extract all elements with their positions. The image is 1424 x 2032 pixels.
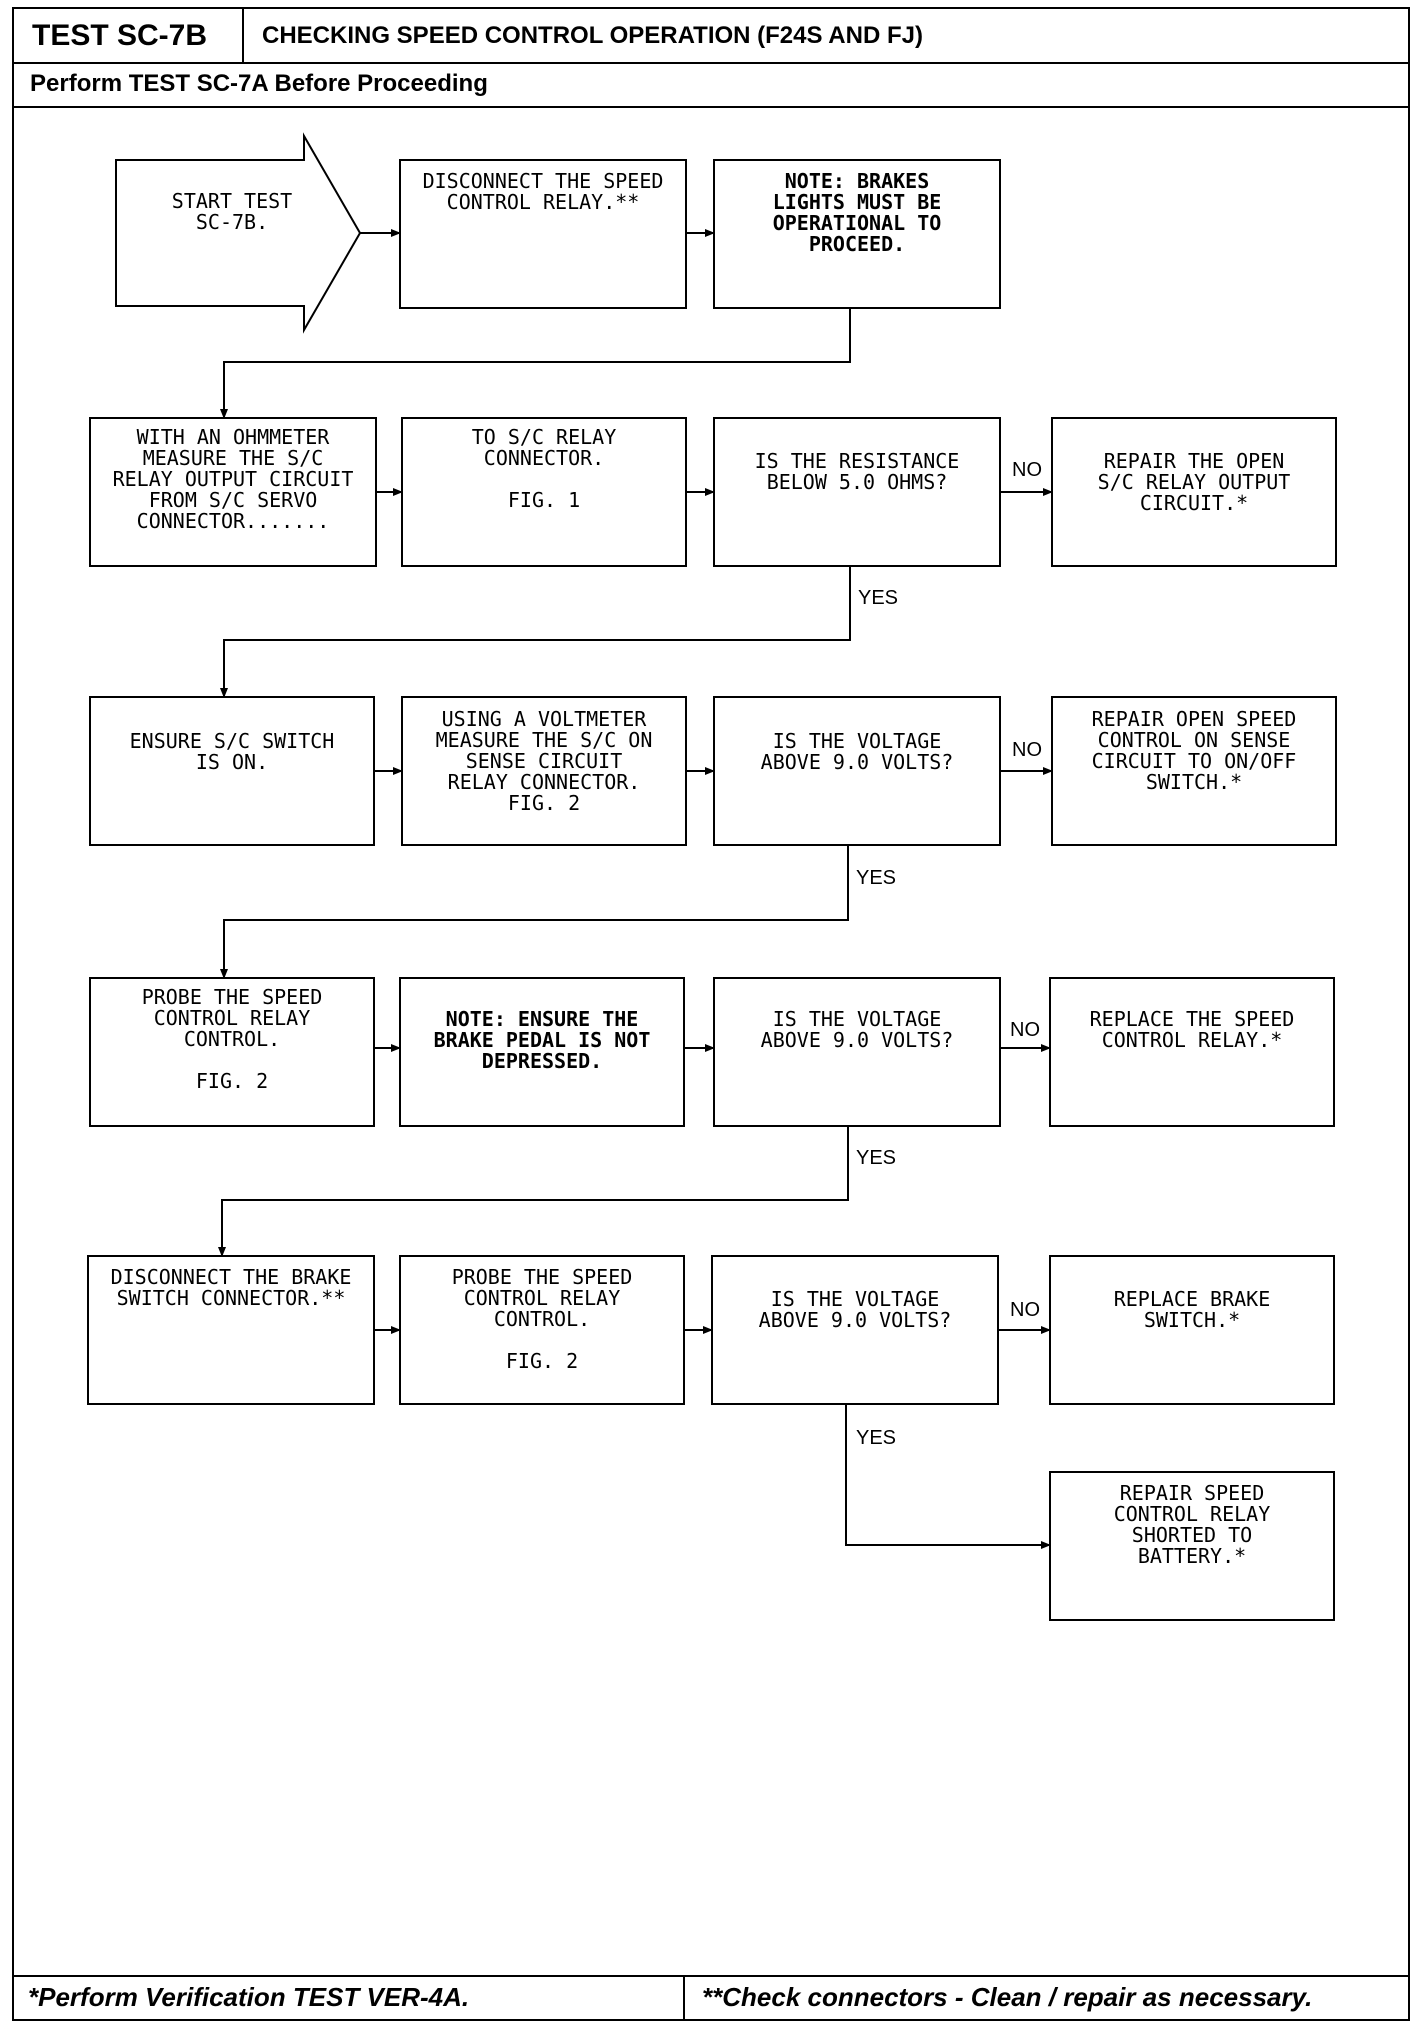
disconnect-brake-switch-text-line: SWITCH CONNECTOR.** xyxy=(117,1286,346,1310)
ensure-switch-text-line: IS ON. xyxy=(196,750,268,774)
probe-2-text-line: CONTROL. xyxy=(494,1307,590,1331)
q-resistance-text-line: IS THE RESISTANCE xyxy=(755,449,960,473)
yes-label-1: YES xyxy=(858,587,898,609)
start-arrow-shape xyxy=(115,132,362,334)
note-brake-lights-text-line: OPERATIONAL TO xyxy=(773,211,942,235)
note-brake-lights-text-line: LIGHTS MUST BE xyxy=(773,190,942,214)
note-brake-pedal-text-line: NOTE: ENSURE THE xyxy=(446,1007,639,1031)
footer-left-note: *Perform Verification TEST VER-4A. xyxy=(28,1982,470,2012)
q-voltage-2-text-line: IS THE VOLTAGE xyxy=(773,1007,942,1031)
probe-1-text-line: CONTROL RELAY xyxy=(154,1006,311,1030)
note-brake-lights-text-line: NOTE: BRAKES xyxy=(785,169,930,193)
repair-open-sense-text-line: CIRCUIT TO ON/OFF xyxy=(1092,749,1297,773)
voltmeter-text-line: RELAY CONNECTOR. xyxy=(448,770,641,794)
voltmeter-text-line: USING A VOLTMETER xyxy=(442,707,648,731)
no-label-1: NO xyxy=(1012,459,1042,481)
box-probe-1 xyxy=(89,977,375,1127)
repair-open-output-text-line: CIRCUIT.* xyxy=(1140,491,1248,515)
ohmmeter-text-line: RELAY OUTPUT CIRCUIT xyxy=(113,467,354,491)
voltmeter-text-line: FIG. 2 xyxy=(508,791,580,815)
replace-relay-text-line: CONTROL RELAY.* xyxy=(1102,1028,1283,1052)
repair-open-output-text-line: REPAIR THE OPEN xyxy=(1104,449,1285,473)
footer-split xyxy=(683,1975,685,2021)
no-label-4: NO xyxy=(1010,1299,1040,1321)
ohmmeter-text-line: FROM S/C SERVO xyxy=(149,488,318,512)
q-voltage-2-text-line: ABOVE 9.0 VOLTS? xyxy=(761,1028,954,1052)
arrow-q-voltage-2-yes xyxy=(218,1126,849,1257)
repair-open-sense-text-line: CONTROL ON SENSE xyxy=(1098,728,1291,752)
disconnect-brake-switch-text-line: DISCONNECT THE BRAKE xyxy=(111,1265,352,1289)
arrow-q-resistance-yes xyxy=(220,566,851,698)
prerequisite-divider xyxy=(12,106,1410,108)
repair-open-output-text-line: S/C RELAY OUTPUT xyxy=(1098,470,1291,494)
ensure-switch-text-line: ENSURE S/C SWITCH xyxy=(130,729,335,753)
to-relay-connector-text-line: FIG. 1 xyxy=(508,488,580,512)
prerequisite-note: Perform TEST SC-7A Before Proceeding xyxy=(30,70,488,97)
q-voltage-1-text-line: IS THE VOLTAGE xyxy=(773,729,942,753)
q-resistance-text-line: BELOW 5.0 OHMS? xyxy=(767,470,948,494)
probe-2-text-line: PROBE THE SPEED xyxy=(452,1265,633,1289)
q-voltage-3-text-line: ABOVE 9.0 VOLTS? xyxy=(759,1308,952,1332)
box-q-voltage-2 xyxy=(713,977,1001,1127)
test-title: CHECKING SPEED CONTROL OPERATION (F24S A… xyxy=(262,22,923,49)
disconnect-relay-text-line: CONTROL RELAY.** xyxy=(447,190,640,214)
voltmeter-text-line: MEASURE THE S/C ON xyxy=(436,728,653,752)
note-brake-pedal-text-line: DEPRESSED. xyxy=(482,1049,602,1073)
probe-2-text-line: FIG. 2 xyxy=(506,1349,578,1373)
arrow-q-voltage-1-yes xyxy=(220,845,849,979)
to-relay-connector-text-line: CONNECTOR. xyxy=(484,446,604,470)
footer-right-note: **Check connectors - Clean / repair as n… xyxy=(702,1982,1313,2012)
repair-shorted-text-line: SHORTED TO xyxy=(1132,1523,1252,1547)
repair-open-sense-text-line: REPAIR OPEN SPEED xyxy=(1092,707,1297,731)
no-label-2: NO xyxy=(1012,739,1042,761)
ohmmeter-text-line: CONNECTOR....... xyxy=(137,509,330,533)
no-label-3: NO xyxy=(1010,1019,1040,1041)
arrow-note-to-ohmmeter xyxy=(220,308,851,419)
footer-divider xyxy=(12,1975,1410,1977)
repair-shorted-text-line: REPAIR SPEED xyxy=(1120,1481,1265,1505)
replace-brake-switch-text-line: SWITCH.* xyxy=(1144,1308,1240,1332)
repair-open-sense-text-line: SWITCH.* xyxy=(1146,770,1242,794)
repair-shorted-text-line: BATTERY.* xyxy=(1138,1544,1246,1568)
ohmmeter-text-line: MEASURE THE S/C xyxy=(143,446,324,470)
q-voltage-3-text-line: IS THE VOLTAGE xyxy=(771,1287,940,1311)
note-brake-lights-text-line: PROCEED. xyxy=(809,232,905,256)
voltmeter-text-line: SENSE CIRCUIT xyxy=(466,749,623,773)
test-id: TEST SC-7B xyxy=(14,9,244,62)
header-divider xyxy=(12,62,1410,64)
probe-1-text-line: FIG. 2 xyxy=(196,1069,268,1093)
repair-shorted-text-line: CONTROL RELAY xyxy=(1114,1502,1271,1526)
q-voltage-1-text-line: ABOVE 9.0 VOLTS? xyxy=(761,750,954,774)
replace-relay-text-line: REPLACE THE SPEED xyxy=(1090,1007,1295,1031)
yes-label-2: YES xyxy=(856,867,896,889)
yes-label-3: YES xyxy=(856,1147,896,1169)
probe-2-text-line: CONTROL RELAY xyxy=(464,1286,621,1310)
arrow-q-voltage-3-yes xyxy=(845,1404,1051,1549)
to-relay-connector-text-line: TO S/C RELAY xyxy=(472,425,617,449)
box-note-brake-pedal xyxy=(399,977,685,1127)
box-replace-relay xyxy=(1049,977,1335,1127)
ohmmeter-text-line: WITH AN OHMMETER xyxy=(137,425,331,449)
probe-1-text-line: PROBE THE SPEED xyxy=(142,985,323,1009)
start-text-line: SC-7B. xyxy=(196,210,268,234)
disconnect-relay-text-line: DISCONNECT THE SPEED xyxy=(423,169,664,193)
probe-1-text-line: CONTROL. xyxy=(184,1027,280,1051)
note-brake-pedal-text-line: BRAKE PEDAL IS NOT xyxy=(434,1028,651,1052)
page-frame xyxy=(12,7,1410,2021)
start-text-line: START TEST xyxy=(172,189,292,213)
replace-brake-switch-text-line: REPLACE BRAKE xyxy=(1114,1287,1271,1311)
yes-label-4: YES xyxy=(856,1427,896,1449)
